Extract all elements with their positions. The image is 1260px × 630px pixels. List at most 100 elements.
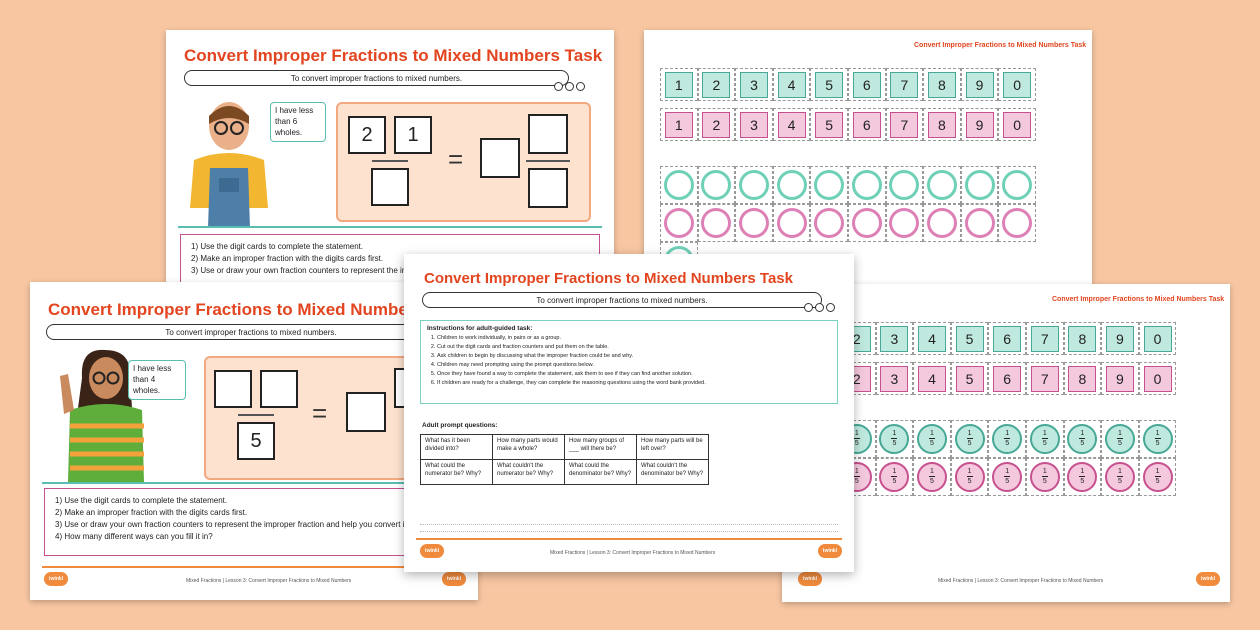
digit-card[interactable]: 0: [1138, 362, 1177, 395]
digit-card[interactable]: 8: [1063, 322, 1102, 355]
counter-denominator: 5: [1118, 440, 1122, 448]
digit-card[interactable]: 0: [998, 68, 1036, 101]
whole-number-box[interactable]: [480, 138, 520, 178]
digit-card[interactable]: 9: [1101, 362, 1139, 395]
counter-numerator: 1: [1005, 468, 1010, 476]
resource-sheet-top: Convert Improper Fractions to Mixed Numb…: [644, 30, 1092, 284]
fraction-counter[interactable]: [847, 204, 886, 242]
digit-card[interactable]: 6: [847, 108, 886, 141]
digit-card[interactable]: 0: [1138, 322, 1177, 355]
fraction-counter[interactable]: [735, 204, 773, 242]
fraction-counter[interactable]: [735, 166, 773, 204]
fraction-counter[interactable]: [772, 166, 811, 204]
digit-card[interactable]: 9: [1101, 322, 1139, 355]
fraction-counter[interactable]: [810, 166, 848, 204]
fraction-counter[interactable]: [772, 204, 811, 242]
fraction-counter[interactable]: [885, 204, 924, 242]
fraction-bar: [238, 414, 274, 416]
fraction-counter[interactable]: [697, 166, 736, 204]
digit-card[interactable]: 5: [810, 68, 848, 101]
digit-card[interactable]: 8: [923, 68, 961, 101]
fraction-counter[interactable]: [998, 166, 1036, 204]
digit-card[interactable]: 3: [875, 362, 914, 395]
digit-card[interactable]: 2: [697, 108, 736, 141]
fraction-counter[interactable]: [923, 166, 961, 204]
fraction-counter[interactable]: [660, 166, 698, 204]
fraction-counter[interactable]: [697, 204, 736, 242]
digit-card[interactable]: 3: [735, 108, 773, 141]
fraction-counter[interactable]: [810, 204, 848, 242]
digit-card[interactable]: 5: [950, 322, 989, 355]
whole-number-box[interactable]: [346, 392, 386, 432]
digit-card[interactable]: 9: [960, 108, 999, 141]
digit-card[interactable]: 6: [847, 68, 886, 101]
digit-card[interactable]: 0: [998, 108, 1036, 141]
fraction-counter[interactable]: [998, 204, 1036, 242]
numerator-digit-box[interactable]: 1: [394, 116, 432, 154]
digit-card[interactable]: 7: [885, 108, 924, 141]
fraction-counter[interactable]: [885, 166, 924, 204]
numerator-digit-box[interactable]: 2: [348, 116, 386, 154]
question-item: 2) Make an improper fraction with the di…: [55, 508, 248, 517]
counter-numerator: 1: [1118, 468, 1122, 476]
digit-card[interactable]: 6: [988, 322, 1026, 355]
digit-card[interactable]: 3: [875, 322, 914, 355]
digit-card[interactable]: 5: [810, 108, 848, 141]
digit-card[interactable]: 3: [735, 68, 773, 101]
digit-card[interactable]: 8: [923, 108, 961, 141]
digit-card[interactable]: 4: [772, 108, 811, 141]
question-item: 1) Use the digit cards to complete the s…: [191, 242, 364, 251]
digit-card[interactable]: 8: [1063, 362, 1102, 395]
denominator-digit-box[interactable]: 5: [237, 422, 275, 460]
result-numerator-box[interactable]: [528, 114, 568, 154]
numerator-digit-box[interactable]: [260, 370, 298, 408]
digit-card[interactable]: 7: [885, 68, 924, 101]
digit-card[interactable]: 4: [913, 362, 951, 395]
fraction-counter[interactable]: [847, 166, 886, 204]
digit-card[interactable]: 4: [913, 322, 951, 355]
fraction-counter[interactable]: [960, 204, 999, 242]
digit-card[interactable]: 2: [697, 68, 736, 101]
fraction-counter[interactable]: [960, 166, 999, 204]
digit-card[interactable]: 6: [988, 362, 1026, 395]
digit-card[interactable]: 4: [772, 68, 811, 101]
instruction-item: Cut out the digit cards and fraction cou…: [437, 344, 831, 350]
numerator-digit-box[interactable]: [214, 370, 252, 408]
digit-card[interactable]: 1: [660, 68, 698, 101]
digit-card[interactable]: 7: [1025, 322, 1064, 355]
result-denominator-box[interactable]: [528, 168, 568, 208]
denominator-digit-box[interactable]: [371, 168, 409, 206]
digit-card[interactable]: 1: [660, 108, 698, 141]
digit-card[interactable]: 7: [1025, 362, 1064, 395]
digit-card[interactable]: 9: [960, 68, 999, 101]
fraction-counter[interactable]: [923, 204, 961, 242]
fraction-counter[interactable]: [660, 204, 698, 242]
digit-card[interactable]: 5: [950, 362, 989, 395]
